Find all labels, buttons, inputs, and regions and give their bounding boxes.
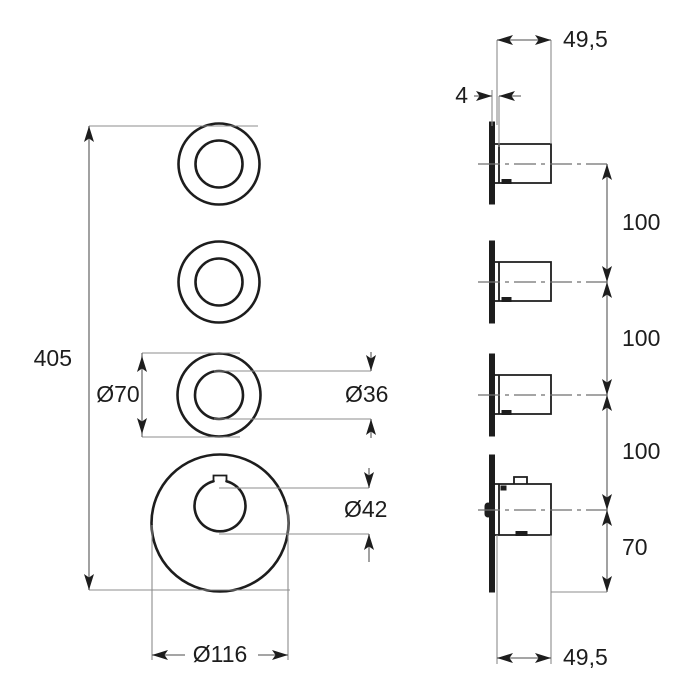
side-view-upper-body xyxy=(478,121,607,205)
dimension-offset-bottom: 70 xyxy=(551,510,648,593)
middle-control-outer-circle xyxy=(177,240,261,324)
upper-control-outer-circle xyxy=(177,122,261,206)
thermostat-body-wall-plate xyxy=(489,454,495,593)
thermostat-body-corner-nub xyxy=(500,485,507,491)
dimension-projection-bottom: 49,5 xyxy=(496,535,608,670)
upper-control-inner-circle xyxy=(194,139,244,189)
middle-control-inner-circle xyxy=(194,257,244,307)
spacing-1-label: 100 xyxy=(622,209,660,235)
front-view-upper-control xyxy=(177,122,261,206)
projection-bottom-label: 49,5 xyxy=(563,644,608,670)
lower-control-inner-circle xyxy=(193,369,245,421)
dimension-spacing-1: 100 xyxy=(602,164,660,282)
upper-body-wall-plate xyxy=(489,121,495,205)
dimension-projection-top: 49,5 xyxy=(496,26,608,144)
handle-small-label: Ø36 xyxy=(345,381,388,407)
dimension-spacing-2: 100 xyxy=(602,282,660,395)
dimension-flange-depth: 4 xyxy=(455,82,521,147)
side-view-thermostat-body xyxy=(478,454,607,593)
dimension-handle-large: Ø42 xyxy=(219,468,387,562)
dimension-handle-small: Ø36 xyxy=(214,352,388,438)
thermostat-body-key-tab xyxy=(513,476,528,484)
dimension-spacing-3: 100 xyxy=(602,395,660,510)
spacing-3-label: 100 xyxy=(622,438,660,464)
spacing-2-label: 100 xyxy=(622,325,660,351)
thermostat-handle-circle xyxy=(193,479,247,533)
dimension-rosette-small-outer: Ø70 xyxy=(96,352,240,438)
offset-bottom-label: 70 xyxy=(622,534,648,560)
overall-height-label: 405 xyxy=(34,345,72,371)
front-view-middle-control xyxy=(177,240,261,324)
side-view-middle-body xyxy=(478,240,607,324)
flange-depth-label: 4 xyxy=(455,82,468,108)
middle-body-nub xyxy=(501,297,512,302)
side-view xyxy=(478,121,607,593)
dimension-rosette-large-outer: Ø116 xyxy=(151,505,289,667)
handle-large-label: Ø42 xyxy=(344,496,387,522)
front-view xyxy=(150,122,290,593)
front-view-thermostat-control xyxy=(150,453,290,593)
lower-control-outer-circle xyxy=(176,352,262,438)
upper-body-nub xyxy=(501,179,512,184)
lower-body-nub xyxy=(501,410,512,415)
side-view-lower-body xyxy=(478,353,607,437)
projection-top-label: 49,5 xyxy=(563,26,608,52)
rosette-small-label: Ø70 xyxy=(96,381,139,407)
front-view-lower-control xyxy=(176,352,262,438)
rosette-large-label: Ø116 xyxy=(193,641,248,667)
thermostat-body-bottom-nub xyxy=(515,531,528,536)
dimension-overall-height: 405 xyxy=(34,125,290,591)
thermostat-key-tab xyxy=(212,474,228,482)
